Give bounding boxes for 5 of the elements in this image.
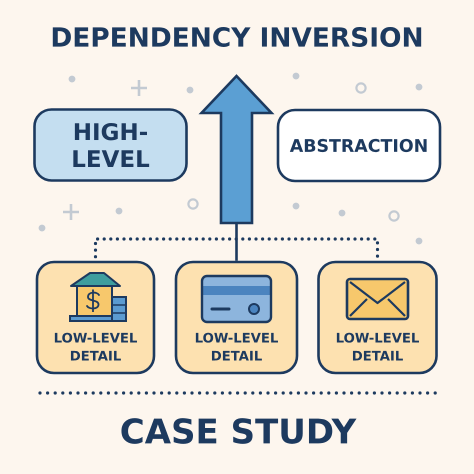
dotted-connector [94,237,380,258]
title: DEPENDENCY INVERSION [52,27,422,47]
heading: CASE STUDY [121,418,357,444]
rounded-box: HIGH-LEVEL [33,108,188,182]
rounded-box: ABSTRACTION [276,108,442,182]
